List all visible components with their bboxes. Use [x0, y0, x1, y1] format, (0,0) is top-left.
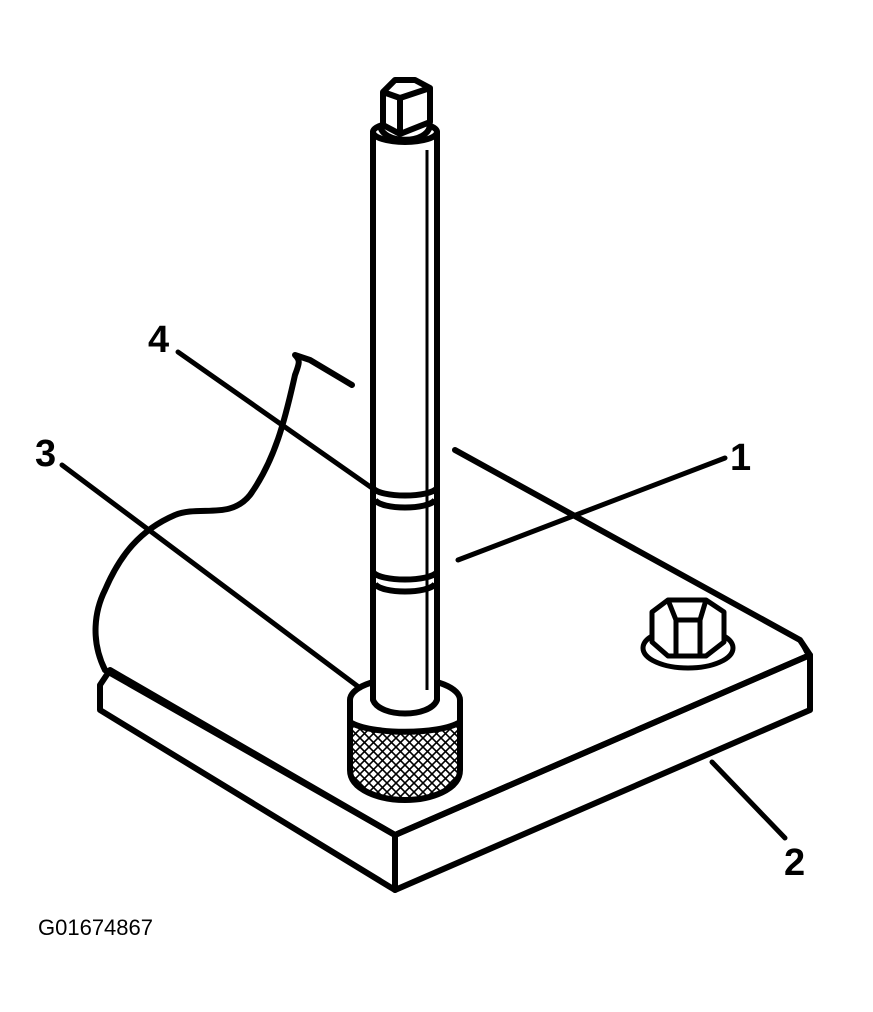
plate-top-edges: [102, 447, 813, 838]
plate-break-line: [92, 352, 355, 673]
callout-3: 3: [35, 433, 56, 475]
callout-4: 4: [148, 319, 169, 361]
figure-code: G01674867: [38, 915, 153, 940]
base-plate-icon: [92, 352, 813, 893]
leader-line-4: [175, 349, 375, 491]
bolt-icon: [640, 597, 736, 671]
callout-2: 2: [784, 842, 805, 884]
leader-line-2: [709, 759, 788, 841]
leader-line-1: [455, 455, 728, 563]
pin-shaft-icon: [370, 77, 440, 717]
callout-1: 1: [730, 437, 751, 479]
leader-line-3: [59, 462, 363, 691]
